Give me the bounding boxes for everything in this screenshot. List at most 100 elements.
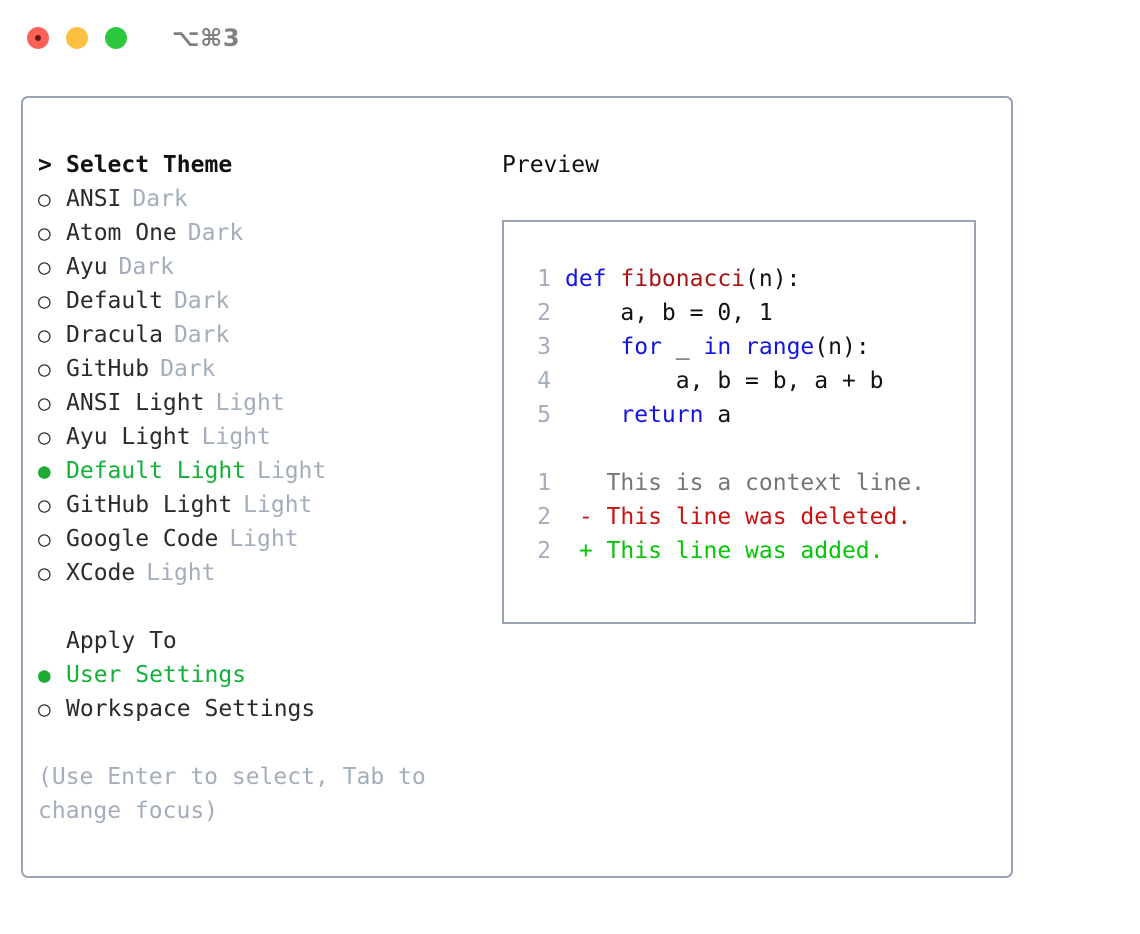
code-token: a: [703, 402, 732, 428]
theme-option-label: Ayu Light: [66, 424, 191, 450]
radio-unselected-icon: ○: [38, 255, 51, 279]
diff-line: 2 + This line was added.: [521, 534, 974, 568]
minimize-button[interactable]: [66, 27, 88, 49]
code-line-text: return a: [565, 398, 731, 432]
theme-option-label: Dracula: [66, 322, 163, 348]
select-theme-title: Select Theme: [66, 152, 233, 178]
code-line: 5 return a: [521, 398, 974, 432]
code-token: def: [565, 266, 621, 292]
code-line-number: 5: [537, 402, 551, 428]
theme-variant-tag: Light: [243, 492, 313, 518]
window-titlebar: ⌥⌘3: [0, 0, 1140, 76]
keyboard-hint: (Use Enter to select, Tab to change focu…: [38, 764, 426, 824]
theme-option-github[interactable]: ○ GitHub Dark: [38, 352, 468, 386]
code-line-text: for _ in range(n):: [565, 330, 870, 364]
code-line-number: 2: [537, 300, 551, 326]
radio-unselected-icon: ○: [38, 357, 51, 381]
diff-sample: 1 This is a context line. 2 - This line w…: [521, 466, 974, 568]
theme-option-label: Default Light: [66, 458, 247, 484]
theme-variant-tag: Dark: [173, 322, 230, 348]
radio-unselected-icon: ○: [38, 527, 51, 551]
apply-to-option-workspace-settings[interactable]: ○Workspace Settings: [38, 692, 468, 726]
code-line-text: a, b = 0, 1: [565, 296, 773, 330]
code-token: a, b = 0, 1: [565, 300, 773, 326]
apply-to-option-user-settings[interactable]: ● User Settings: [38, 658, 468, 692]
code-line-text: def fibonacci(n):: [565, 262, 800, 296]
window-controls: [27, 27, 127, 49]
code-token: a, b = b, a + b: [565, 368, 884, 394]
theme-option-google-code[interactable]: ○ Google Code Light: [38, 522, 468, 556]
theme-variant-tag: Dark: [118, 254, 174, 280]
code-line-number: 4: [537, 368, 551, 394]
code-line: 4 a, b = b, a + b: [521, 364, 974, 398]
code-token: for: [620, 334, 662, 360]
theme-option-ayu[interactable]: ○ Ayu Dark: [38, 250, 468, 284]
radio-selected-icon: ●: [38, 663, 51, 687]
theme-option-atom-one[interactable]: ○ Atom One Dark: [38, 216, 468, 250]
theme-option-label: GitHub: [66, 356, 150, 382]
radio-unselected-icon: ○: [38, 323, 51, 347]
code-line: 3 for _ in range(n):: [521, 330, 974, 364]
theme-option-label: Default: [66, 288, 163, 314]
code-line-number: 1: [537, 266, 551, 292]
diff-line: 1 This is a context line.: [521, 466, 974, 500]
radio-unselected-icon: ○: [38, 561, 51, 585]
apply-to-option-label: User Settings: [66, 662, 247, 688]
diff-line-text: - This line was deleted.: [565, 504, 912, 530]
close-button[interactable]: [27, 27, 49, 49]
apply-to-list: ● User Settings ○Workspace Settings: [38, 658, 468, 726]
preview-title: Preview: [502, 152, 599, 178]
theme-variant-tag: Light: [257, 458, 327, 484]
code-token: in: [703, 334, 732, 360]
preview-spacer: [521, 432, 974, 466]
code-token: return: [620, 402, 704, 428]
code-token: (n):: [814, 334, 870, 360]
theme-option-label: Ayu: [66, 254, 108, 280]
theme-option-default-light[interactable]: ● Default Light Light: [38, 454, 468, 488]
radio-unselected-icon: ○: [38, 391, 51, 415]
code-line: 1 def fibonacci(n):: [521, 262, 974, 296]
code-token: [731, 334, 745, 360]
select-theme-header: > Select Theme: [38, 148, 468, 182]
theme-variant-tag: Dark: [173, 288, 230, 314]
theme-option-dracula[interactable]: ○ Dracula Dark: [38, 318, 468, 352]
diff-line-text: This is a context line.: [565, 470, 926, 496]
theme-option-label: ANSI Light: [66, 390, 205, 416]
theme-option-label: Google Code: [66, 526, 219, 552]
theme-option-label: ANSI: [66, 186, 122, 212]
code-token: [565, 334, 620, 360]
theme-variant-tag: Dark: [187, 220, 244, 246]
theme-variant-tag: Dark: [160, 356, 216, 382]
theme-variant-tag: Light: [229, 526, 299, 552]
prompt-caret-icon: >: [38, 152, 52, 178]
code-token: _: [661, 334, 704, 360]
theme-option-label: Atom One: [66, 220, 177, 246]
code-line: 2 a, b = 0, 1: [521, 296, 974, 330]
diff-line-number: 1: [537, 470, 551, 496]
radio-unselected-icon: ○: [38, 425, 51, 449]
theme-option-ansi-light[interactable]: ○ ANSI Light Light: [38, 386, 468, 420]
apply-to-option-label: Workspace Settings: [66, 696, 316, 722]
apply-to-title: Apply To: [66, 628, 177, 654]
radio-selected-icon: ●: [38, 459, 51, 483]
theme-variant-tag: Light: [146, 560, 216, 586]
code-token: (n):: [745, 266, 801, 292]
radio-unselected-icon: ○: [38, 493, 51, 517]
window-title: ⌥⌘3: [172, 24, 241, 52]
zoom-button[interactable]: [105, 27, 127, 49]
theme-variant-tag: Light: [215, 390, 285, 416]
diff-line-number: 2: [537, 538, 551, 564]
code-token: fibonacci: [620, 266, 746, 292]
radio-unselected-icon: ○: [38, 221, 51, 245]
